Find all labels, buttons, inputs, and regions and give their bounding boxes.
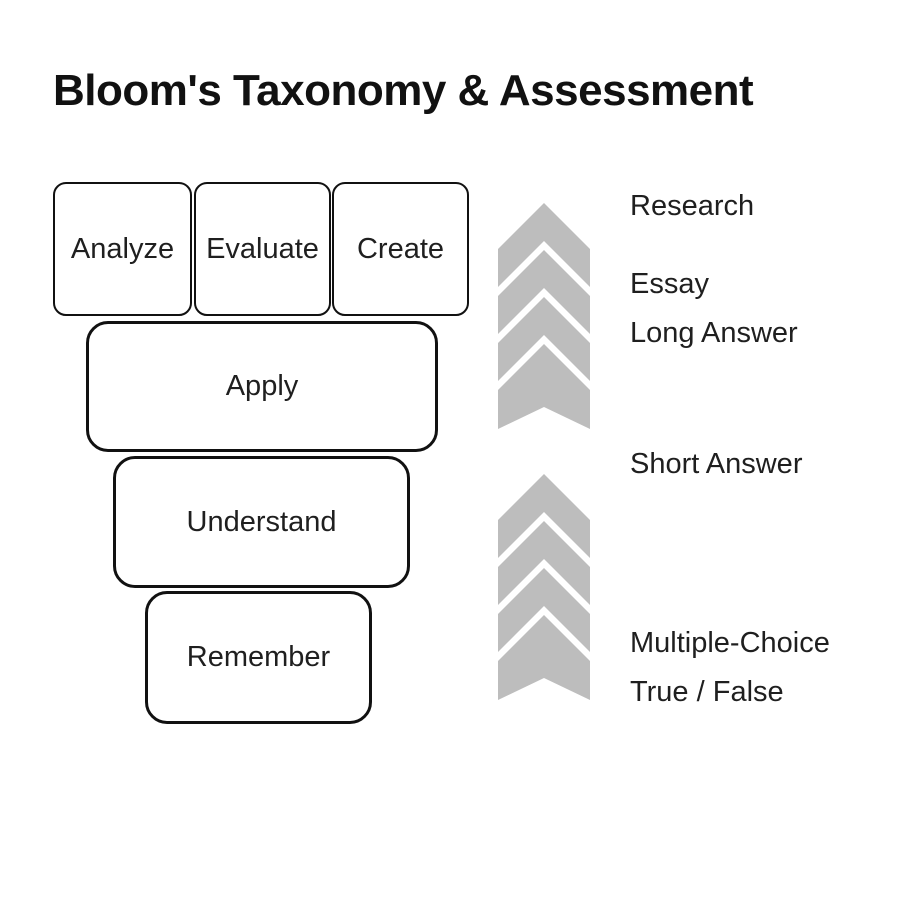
level-label-analyze: Analyze [70, 232, 175, 265]
chevron-up-arrow-icon [498, 203, 590, 429]
assessment-label-essay: Essay [630, 268, 709, 300]
level-label-evaluate: Evaluate [206, 232, 319, 265]
level-box-apply: Apply [86, 321, 438, 452]
assessment-label-long-answer: Long Answer [630, 317, 798, 349]
level-box-evaluate: Evaluate [194, 182, 331, 316]
level-box-understand: Understand [113, 456, 410, 588]
level-box-remember: Remember [145, 591, 372, 724]
level-label-create: Create [356, 232, 445, 265]
assessment-label-short-answer: Short Answer [630, 448, 803, 480]
level-label-remember: Remember [186, 641, 331, 673]
assessment-label-research: Research [630, 190, 755, 222]
assessment-label-true-false: True / False [630, 676, 784, 708]
level-box-create: Create [332, 182, 469, 316]
assessment-label-multiple-choice: Multiple-Choice [630, 627, 830, 659]
assessment-label-mc-block: Multiple-Choice True / False [630, 619, 830, 717]
level-label-understand: Understand [186, 505, 337, 538]
chevron-up-arrow-icon [498, 474, 590, 700]
assessment-label-essay-block: Essay Long Answer [630, 260, 798, 358]
level-box-analyze: Analyze [53, 182, 192, 316]
page-title: Bloom's Taxonomy & Assessment [53, 66, 754, 115]
level-label-apply: Apply [225, 370, 299, 402]
